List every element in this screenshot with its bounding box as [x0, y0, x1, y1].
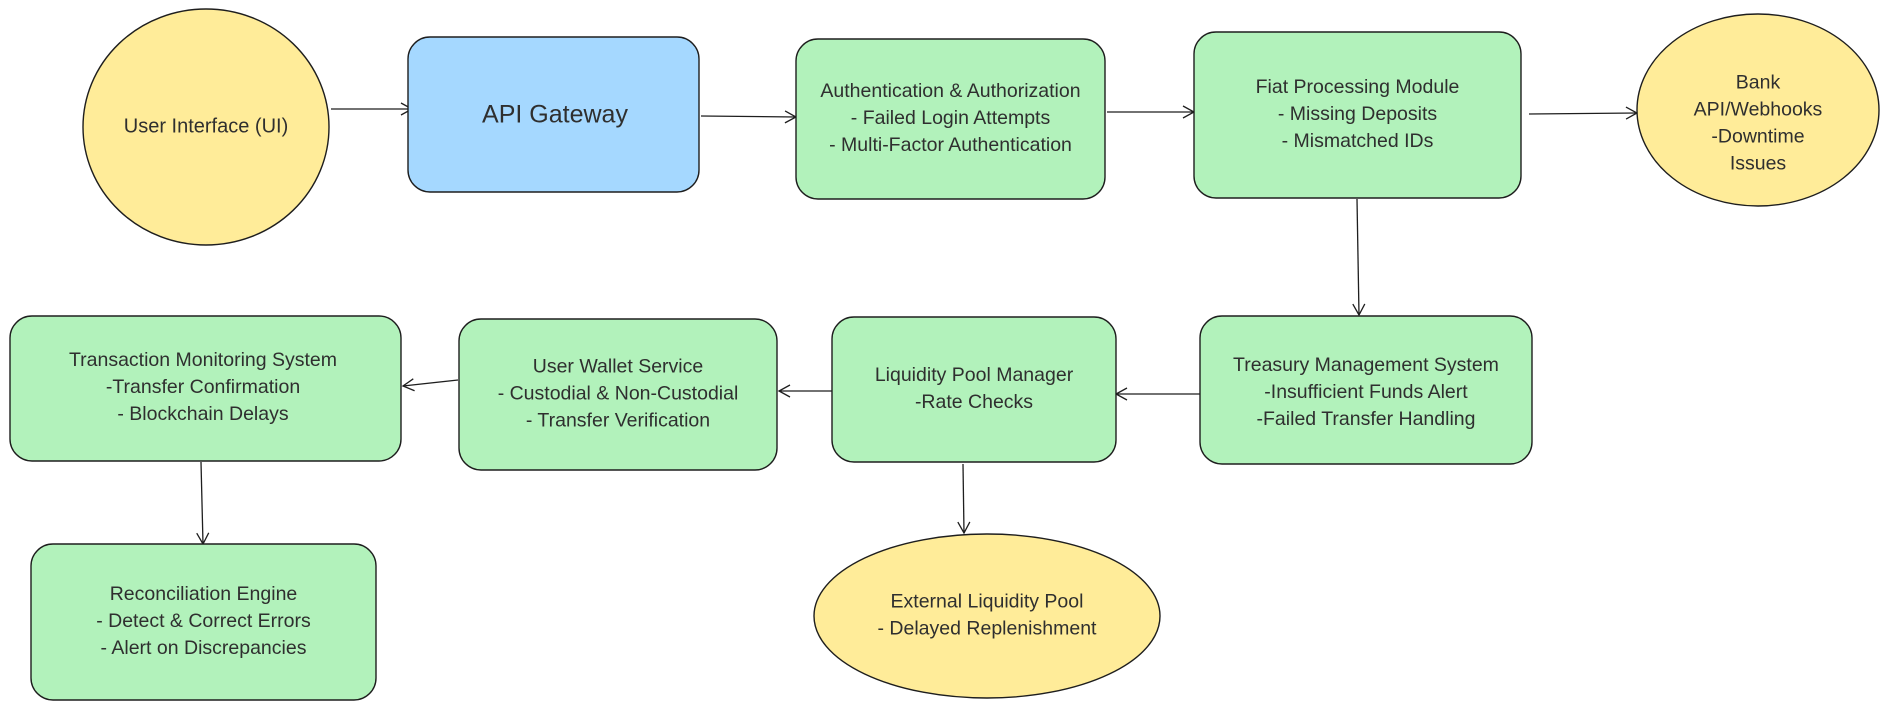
node-reconciliation-line-2: - Alert on Discrepancies [101, 637, 307, 659]
node-liquidity: Liquidity Pool Manager -Rate Checks [831, 316, 1117, 463]
node-reconciliation-shape [30, 543, 377, 701]
node-monitoring-line-2: - Blockchain Delays [117, 403, 288, 425]
node-monitoring-shape [9, 315, 402, 462]
node-auth-line-1: - Failed Login Attempts [851, 107, 1051, 129]
node-treasury-line-2: -Failed Transfer Handling [1257, 408, 1476, 430]
node-ui: User Interface (UI) [82, 8, 330, 246]
node-treasury-line-1: -Insufficient Funds Alert [1264, 381, 1468, 403]
node-gateway-shape [407, 36, 700, 193]
node-fiat-line-0: Fiat Processing Module [1256, 76, 1460, 98]
arrow-gateway-to-auth [700, 110, 798, 124]
node-liquidity-line-0: Liquidity Pool Manager [875, 364, 1074, 386]
node-monitoring-line-1: -Transfer Confirmation [106, 376, 300, 398]
arrow-monitoring-to-reconciliation [196, 461, 210, 546]
node-treasury-shape [1199, 315, 1533, 465]
node-ui-line-0: User Interface (UI) [124, 115, 288, 137]
arrow-fiat-to-bank [1528, 106, 1639, 120]
node-fiat-line-2: - Mismatched IDs [1282, 130, 1434, 152]
node-gateway: API Gateway [407, 36, 700, 193]
node-monitoring-line-0: Transaction Monitoring System [69, 349, 337, 371]
node-liquidity-shape [831, 316, 1117, 463]
node-auth: Authentication & Authorization - Failed L… [795, 38, 1106, 200]
node-treasury: Treasury Management System -Insufficient … [1199, 315, 1533, 465]
node-ui-shape [82, 8, 330, 246]
edges-layer [196, 102, 1639, 546]
node-bank-line-3: Issues [1730, 153, 1787, 175]
node-treasury-line-0: Treasury Management System [1233, 354, 1499, 376]
arrow-liquidity-to-external [957, 463, 971, 535]
arrow-wallet-to-monitoring [401, 378, 459, 392]
node-reconciliation-line-0: Reconciliation Engine [110, 583, 298, 605]
node-auth-line-0: Authentication & Authorization [820, 80, 1080, 102]
node-external: External Liquidity Pool - Delayed Repleni… [813, 533, 1161, 699]
nodes-layer: User Interface (UI) API Gateway Authentica… [9, 8, 1880, 701]
node-bank-line-0: Bank [1736, 72, 1781, 94]
node-wallet: User Wallet Service - Custodial & Non-Cus… [458, 318, 778, 471]
node-wallet-line-2: - Transfer Verification [526, 410, 710, 432]
node-external-line-0: External Liquidity Pool [891, 591, 1084, 613]
node-wallet-line-0: User Wallet Service [533, 356, 703, 378]
node-gateway-line-0: API Gateway [482, 101, 628, 129]
node-external-line-1: - Delayed Replenishment [878, 618, 1098, 640]
node-auth-shape [795, 38, 1106, 200]
node-reconciliation: Reconciliation Engine - Detect & Correct … [30, 543, 377, 701]
node-fiat-shape [1193, 31, 1522, 199]
node-bank-shape [1636, 13, 1880, 207]
node-auth-line-2: - Multi-Factor Authentication [829, 134, 1072, 156]
node-monitoring: Transaction Monitoring System -Transfer C… [9, 315, 402, 462]
node-liquidity-line-1: -Rate Checks [915, 391, 1033, 413]
node-reconciliation-line-1: - Detect & Correct Errors [96, 610, 311, 632]
arrow-fiat-to-treasury [1352, 198, 1366, 317]
node-fiat: Fiat Processing Module - Missing Deposits… [1193, 31, 1522, 199]
node-fiat-line-1: - Missing Deposits [1278, 103, 1438, 125]
node-bank-line-1: API/Webhooks [1694, 99, 1823, 121]
node-bank-line-2: -Downtime [1711, 126, 1804, 148]
node-external-shape [813, 533, 1161, 699]
node-wallet-line-1: - Custodial & Non-Custodial [498, 383, 739, 405]
node-wallet-shape [458, 318, 778, 471]
